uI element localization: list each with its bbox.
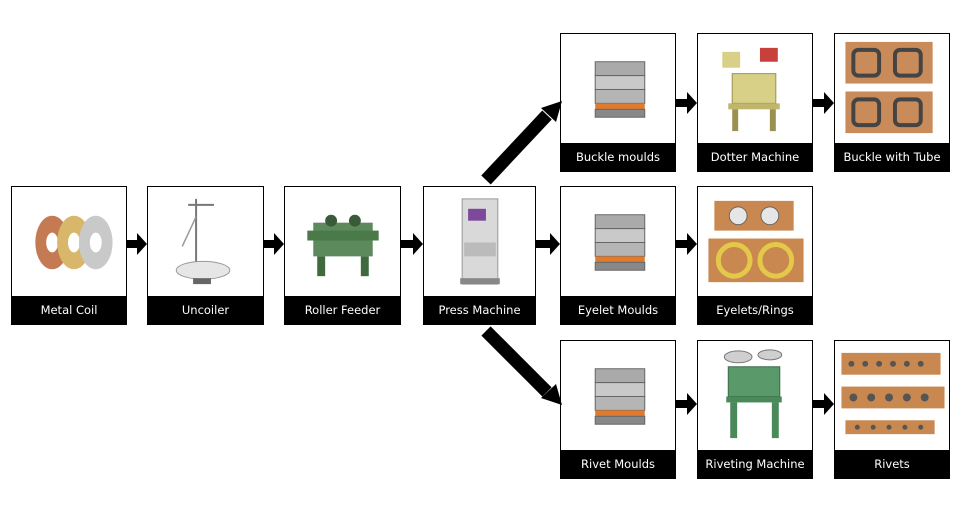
node-metal-coil: Metal Coil [11,186,127,325]
arrow-shaft-up [481,110,552,185]
rivets-icon [835,341,949,450]
node-label: Riveting Machine [698,450,812,478]
arrow-head [687,393,697,415]
node-dotter-machine: Dotter Machine [697,33,813,172]
mould-icon [561,187,675,296]
node-eyelets-rings: Eyelets/Rings [697,186,813,325]
node-roller-feeder: Roller Feeder [284,186,401,325]
press-machine-icon [424,187,535,296]
arrow-shaft [401,240,413,248]
arrow-head [550,233,560,255]
metal-coil-icon [12,187,126,296]
arrow-shaft [536,240,550,248]
arrow-shaft [264,240,274,248]
arrow-head [824,393,834,415]
arrow-head [824,92,834,114]
node-label: Eyelet Moulds [561,296,675,324]
node-rivet-moulds: Rivet Moulds [560,340,676,479]
node-buckle-with-tube: Buckle with Tube [834,33,950,172]
node-buckle-moulds: Buckle moulds [560,33,676,172]
riveting-machine-icon [698,341,812,450]
node-riveting-machine: Riveting Machine [697,340,813,479]
mould-icon [561,341,675,450]
dotter-machine-icon [698,34,812,143]
node-label: Rivet Moulds [561,450,675,478]
eyelet-ring-icon [698,187,812,296]
mould-icon [561,34,675,143]
arrow-shaft [813,99,824,107]
node-uncoiler: Uncoiler [147,186,264,325]
node-label: Dotter Machine [698,143,812,171]
node-press-machine: Press Machine [423,186,536,325]
arrow-head-down [541,384,562,405]
node-label: Metal Coil [12,296,126,324]
arrow-head [413,233,423,255]
node-label: Buckle moulds [561,143,675,171]
arrow-shaft [127,240,137,248]
buckle-icon [835,34,949,143]
arrow-shaft-down [481,326,552,397]
arrow-shaft [676,240,687,248]
uncoiler-icon [148,187,263,296]
arrow-head [687,92,697,114]
arrow-head [274,233,284,255]
arrow-head [687,233,697,255]
node-label: Press Machine [424,296,535,324]
node-label: Uncoiler [148,296,263,324]
arrow-shaft [676,99,687,107]
node-label: Buckle with Tube [835,143,949,171]
node-label: Eyelets/Rings [698,296,812,324]
arrow-head-up [541,101,562,122]
arrow-head [137,233,147,255]
node-rivets: Rivets [834,340,950,479]
node-eyelet-moulds: Eyelet Moulds [560,186,676,325]
node-label: Rivets [835,450,949,478]
roller-feeder-icon [285,187,400,296]
arrow-shaft [813,400,824,408]
node-label: Roller Feeder [285,296,400,324]
arrow-shaft [676,400,687,408]
